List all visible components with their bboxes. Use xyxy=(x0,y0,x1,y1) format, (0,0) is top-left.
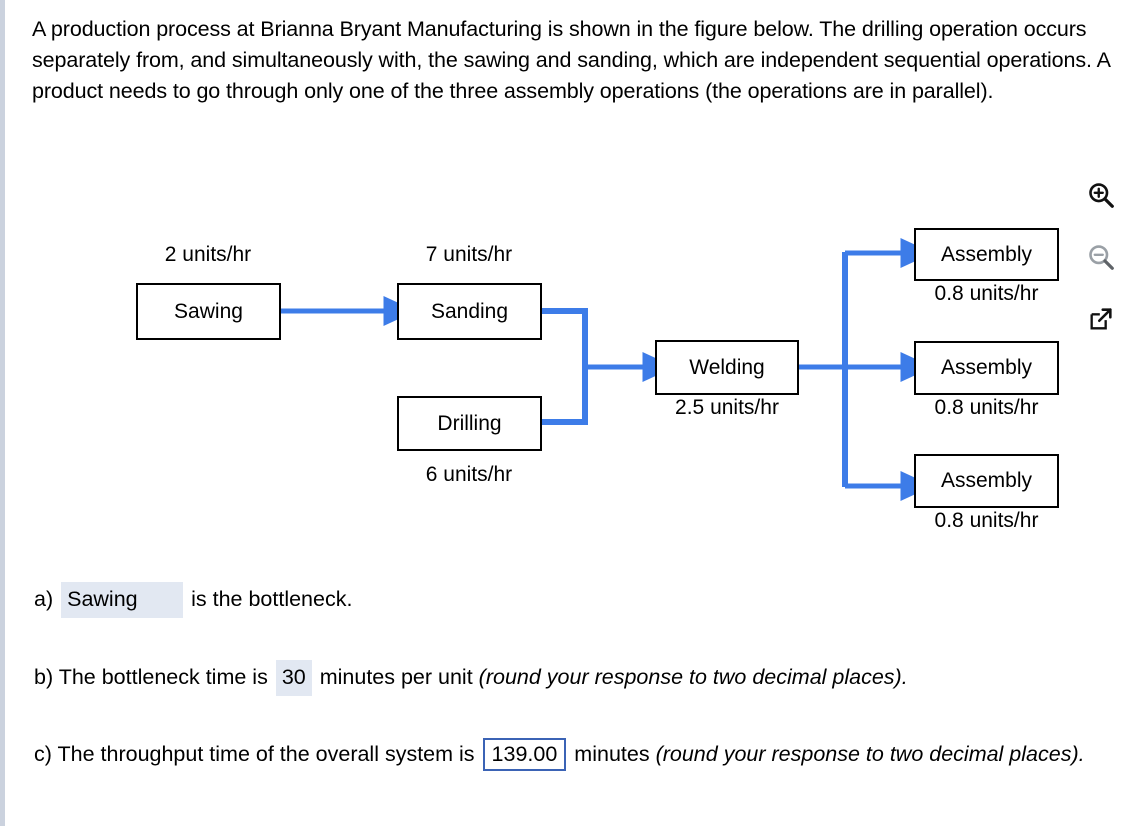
node-drilling: Drilling xyxy=(397,396,542,451)
answer-c-prefix: c) The throughput time of the overall sy… xyxy=(34,742,475,766)
expand-button[interactable] xyxy=(1078,296,1124,342)
answer-c-input[interactable]: 139.00 xyxy=(482,738,567,771)
zoom-out-icon xyxy=(1089,245,1114,270)
image-tools-toolbar xyxy=(1075,172,1127,342)
zoom-in-button[interactable] xyxy=(1078,172,1124,218)
rate-label-assembly-2: 0.8 units/hr xyxy=(934,396,1039,419)
answer-a-input[interactable]: Sawing xyxy=(61,582,184,618)
node-assembly-1: Assembly xyxy=(914,228,1059,281)
answer-a-prefix: a) xyxy=(34,587,54,611)
zoom-out-button[interactable] xyxy=(1078,234,1124,280)
rate-label-sawing: 2 units/hr xyxy=(164,243,252,266)
answer-b-suffix: minutes per unit xyxy=(319,665,473,689)
question-prompt: A production process at Brianna Bryant M… xyxy=(32,17,1116,103)
node-welding: Welding xyxy=(655,340,799,395)
node-sanding: Sanding xyxy=(397,283,542,340)
answer-line-a: a) Sawing is the bottleneck. xyxy=(34,582,1114,618)
answer-a-suffix: is the bottleneck. xyxy=(191,587,353,611)
open-in-new-icon xyxy=(1090,308,1112,330)
node-sawing: Sawing xyxy=(136,283,281,340)
rate-label-welding: 2.5 units/hr xyxy=(675,396,779,419)
answer-section: a) Sawing is the bottleneck. b) The bott… xyxy=(34,582,1114,771)
rate-label-assembly-1: 0.8 units/hr xyxy=(934,282,1039,305)
node-assembly-2: Assembly xyxy=(914,341,1059,395)
answer-line-b: b) The bottleneck time is 30 minutes per… xyxy=(34,660,1114,696)
rate-label-sanding: 7 units/hr xyxy=(425,243,513,266)
answer-b-note: (round your response to two decimal plac… xyxy=(478,665,908,689)
answer-b-prefix: b) The bottleneck time is xyxy=(34,665,268,689)
rate-label-drilling: 6 units/hr xyxy=(425,463,513,486)
answer-b-input[interactable]: 30 xyxy=(275,660,312,696)
answer-c-suffix: minutes xyxy=(574,742,650,766)
answer-line-c: c) The throughput time of the overall sy… xyxy=(34,738,1114,771)
node-assembly-3: Assembly xyxy=(914,454,1059,508)
zoom-in-icon xyxy=(1089,183,1114,208)
page-gutter xyxy=(0,0,5,826)
answer-c-note: (round your response to two decimal plac… xyxy=(655,742,1085,766)
rate-label-assembly-3: 0.8 units/hr xyxy=(934,509,1039,532)
edge-merge-sanding-drilling xyxy=(541,308,588,425)
